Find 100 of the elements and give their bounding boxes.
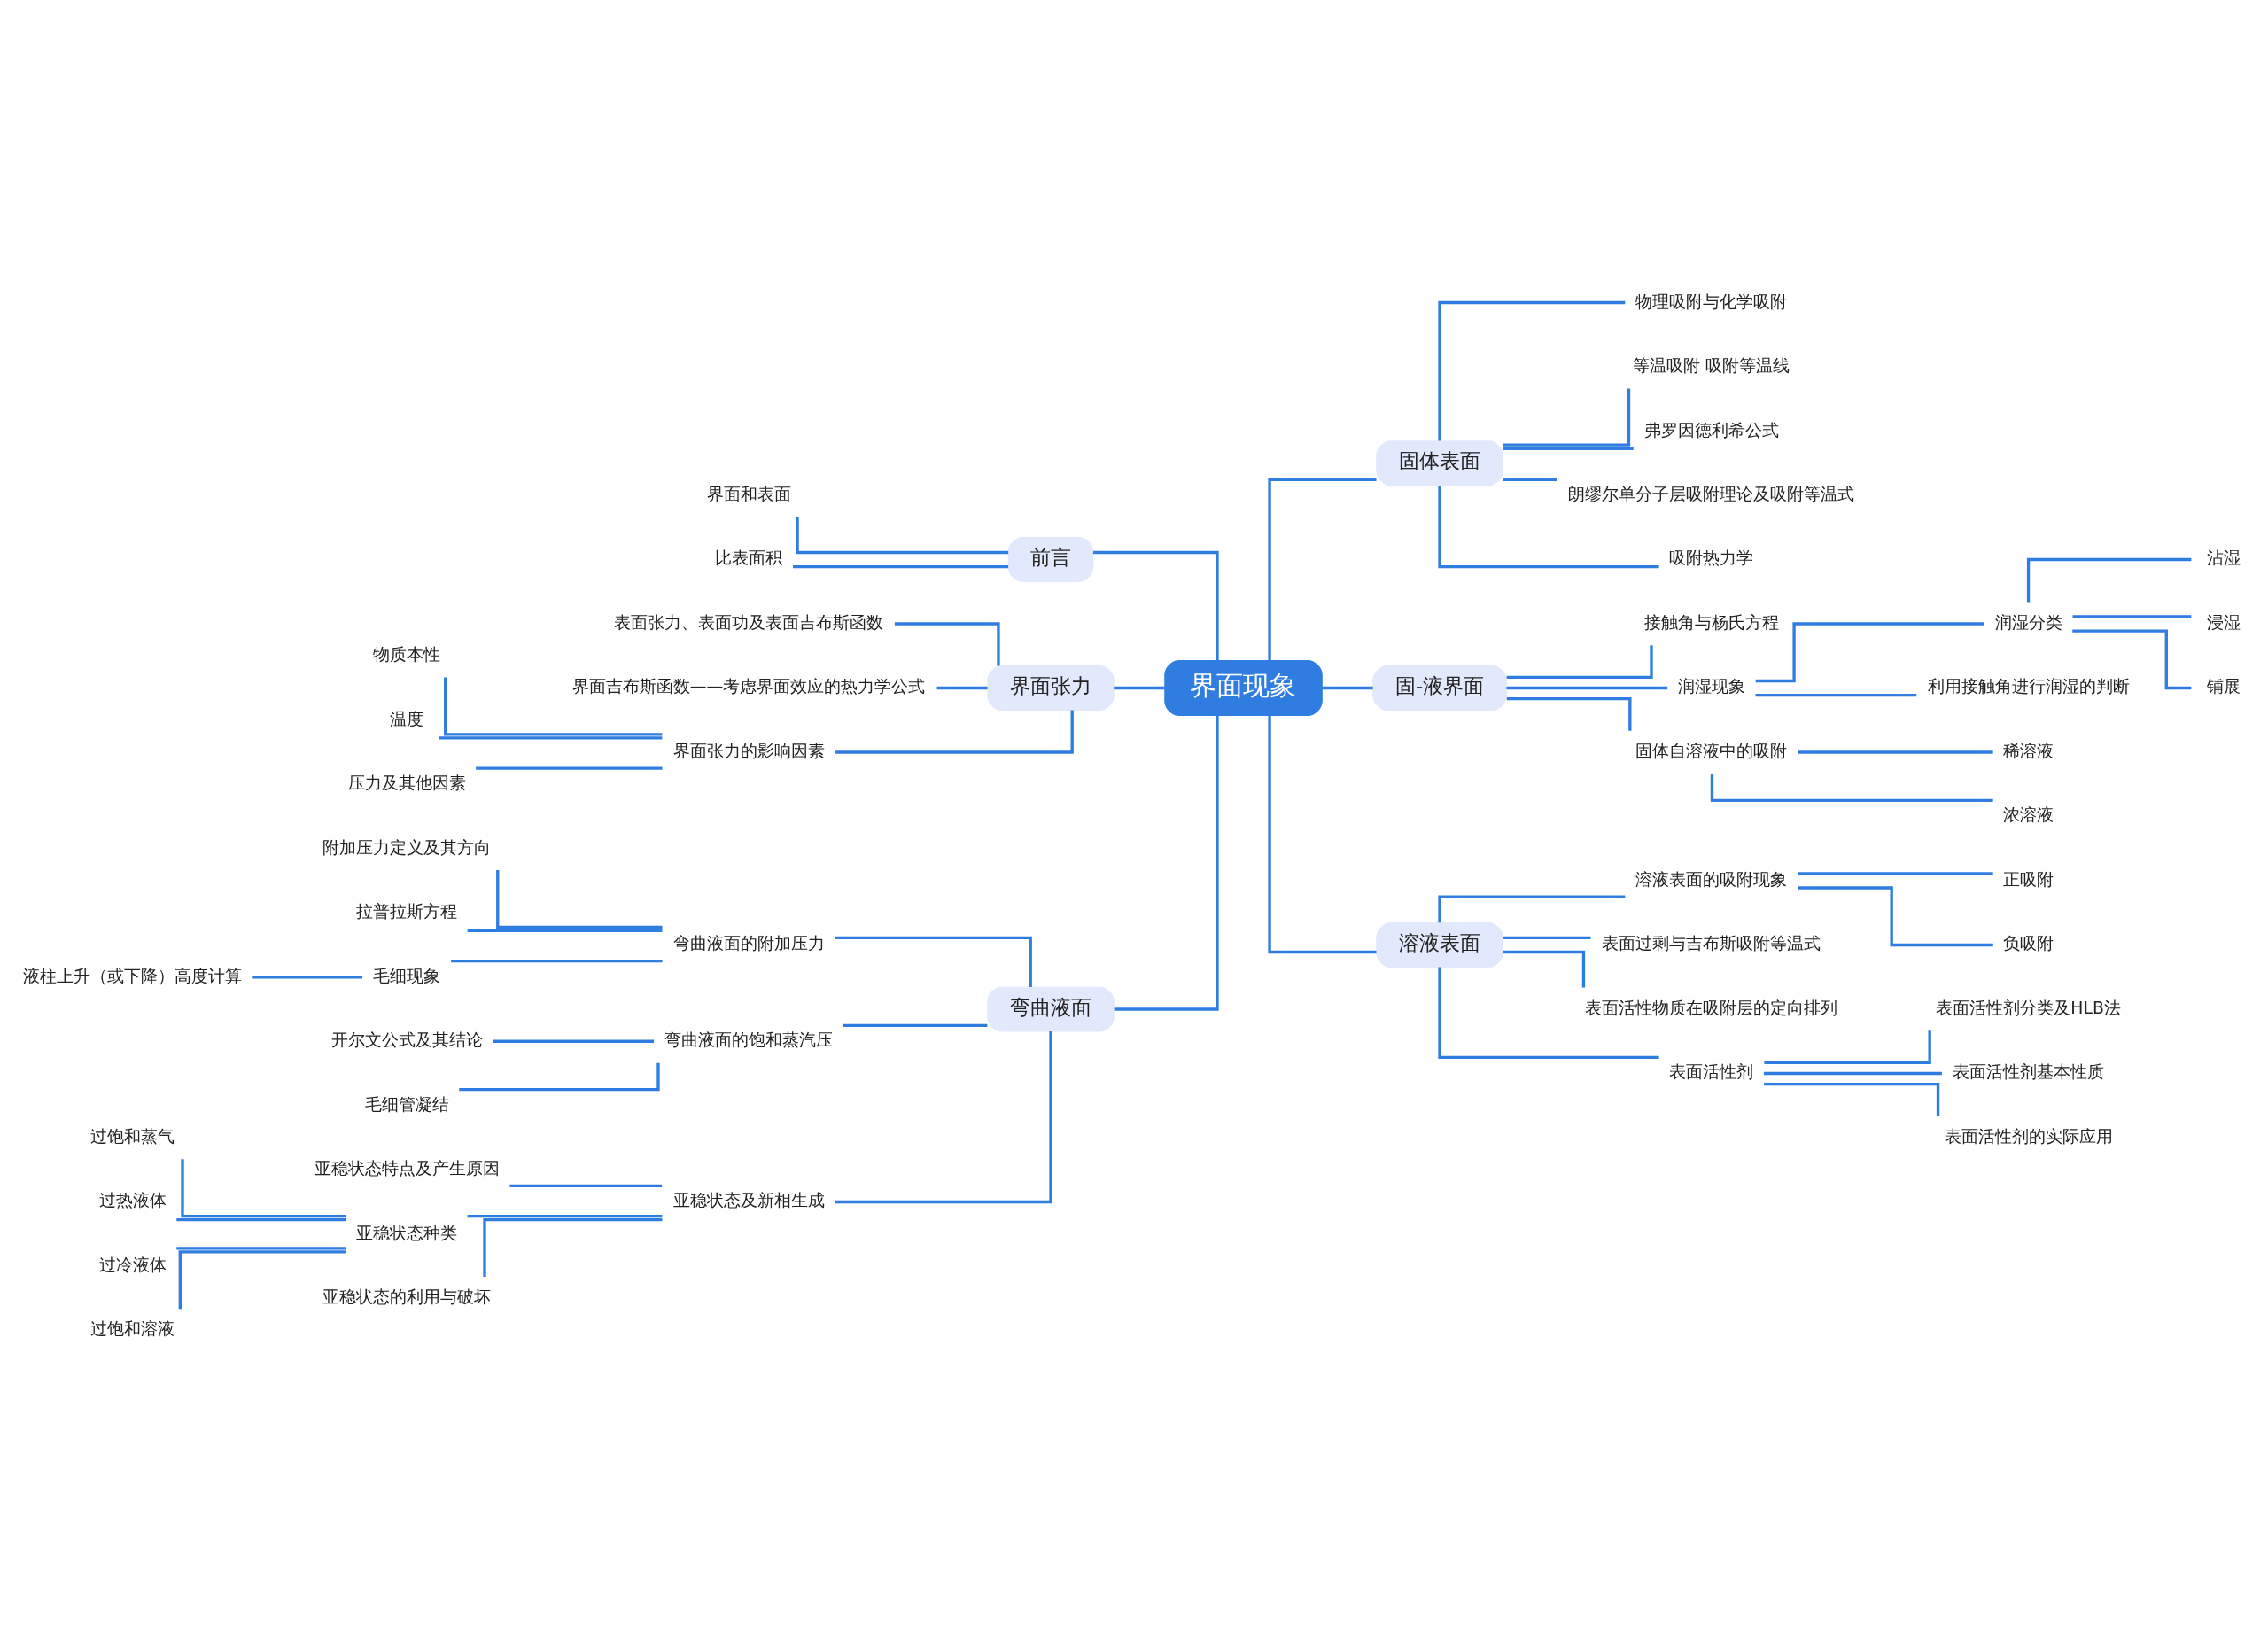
connector xyxy=(483,1217,663,1277)
connector xyxy=(2026,557,2192,603)
connector xyxy=(1503,447,1634,451)
node-text: 亚稳状态及新相生成 xyxy=(672,1191,825,1210)
node-text: 弯曲液面的附加压力 xyxy=(672,934,825,953)
node-text: 物质本性 xyxy=(373,645,441,665)
node-box: 界面现象 xyxy=(1164,659,1323,717)
node-text: 物理吸附与化学吸附 xyxy=(1635,292,1788,311)
node-box: 界面张力 xyxy=(987,665,1115,711)
node-text: 表面活性物质在吸附层的定向排列 xyxy=(1585,998,1838,1017)
node-text: 浓溶液 xyxy=(2003,805,2054,825)
node-text: 开尔文公式及其结论 xyxy=(330,1030,483,1050)
node-text: 比表面积 xyxy=(715,548,783,568)
connector xyxy=(835,936,1032,987)
connector xyxy=(1114,715,1219,1011)
connector xyxy=(493,1039,655,1043)
connector xyxy=(451,959,663,963)
connector xyxy=(496,869,663,929)
node-box: 固-液界面 xyxy=(1372,665,1507,711)
node-text: 过冷液体 xyxy=(98,1255,167,1274)
node-text: 压力及其他因素 xyxy=(347,774,466,793)
connector xyxy=(1268,715,1377,954)
connector xyxy=(467,1214,663,1218)
node-text: 亚稳状态种类 xyxy=(356,1223,458,1242)
node-text: 界面张力的影响因素 xyxy=(672,741,825,760)
connector xyxy=(1798,886,1993,947)
connector xyxy=(1438,486,1659,569)
connector xyxy=(1506,645,1653,680)
node-text: 拉普拉斯方程 xyxy=(356,902,458,921)
connector xyxy=(894,622,1000,666)
node-text: 润湿现象 xyxy=(1677,677,1745,696)
connector xyxy=(476,766,663,770)
connector xyxy=(459,1062,660,1092)
node-box: 溶液表面 xyxy=(1376,922,1503,968)
node-text: 弗罗因德利希公式 xyxy=(1643,420,1779,439)
connector xyxy=(1755,622,1984,683)
node-text: 弯曲液面的饱和蒸汽压 xyxy=(664,1030,834,1050)
node-text: 表面活性剂 xyxy=(1669,1062,1754,1082)
node-text: 表面过剩与吉布斯吸附等温式 xyxy=(1602,934,1821,953)
connector xyxy=(444,677,663,736)
connector xyxy=(1114,686,1165,690)
connector xyxy=(936,686,988,690)
node-text: 界面吉布斯函数——考虑界面效应的热力学公式 xyxy=(571,677,926,696)
connector xyxy=(1755,693,1917,697)
node-text: 表面活性剂分类及HLB法 xyxy=(1936,998,2121,1017)
connector xyxy=(1764,1082,1940,1116)
node-text: 亚稳状态的利用与破坏 xyxy=(322,1287,492,1307)
connector xyxy=(835,1030,1052,1204)
connector xyxy=(1438,967,1659,1060)
node-text: 溶液表面的吸附现象 xyxy=(1635,869,1788,889)
node-text: 界面和表面 xyxy=(706,484,791,503)
connector xyxy=(252,976,363,979)
node-text: 沾湿 xyxy=(2206,548,2241,568)
node-text: 表面活性剂的实际应用 xyxy=(1944,1126,2113,1146)
node-text: 毛细现象 xyxy=(373,966,441,985)
connector xyxy=(1798,750,1993,754)
node-text: 接触角与杨氏方程 xyxy=(1643,612,1779,632)
node-text: 表面张力、表面功及表面吉布斯函数 xyxy=(614,612,884,632)
node-text: 朗缪尔单分子层吸附理论及吸附等温式 xyxy=(1568,484,1855,503)
connector xyxy=(1763,1071,1942,1076)
node-text: 利用接触角进行润湿的判断 xyxy=(1927,677,2130,696)
connector xyxy=(509,1184,663,1188)
connector xyxy=(2072,615,2192,618)
node-text: 铺展 xyxy=(2206,677,2241,696)
node-text: 稀溶液 xyxy=(2003,741,2054,760)
connector xyxy=(1764,1030,1931,1065)
node-text: 过饱和蒸气 xyxy=(90,1126,175,1146)
node-text: 正吸附 xyxy=(2003,869,2054,889)
node-text: 过饱和溶液 xyxy=(90,1319,175,1339)
node-box: 弯曲液面 xyxy=(987,986,1115,1032)
connector xyxy=(1503,950,1586,988)
connector xyxy=(1503,936,1591,940)
node-text: 负吸附 xyxy=(2003,934,2054,953)
connector xyxy=(1322,686,1373,690)
connector xyxy=(1503,388,1631,447)
connector xyxy=(1092,550,1219,661)
connector xyxy=(1438,895,1626,923)
connector xyxy=(181,1159,346,1218)
node-text: 吸附热力学 xyxy=(1669,548,1754,568)
node-text: 亚稳状态特点及产生原因 xyxy=(314,1159,500,1178)
connector xyxy=(176,1247,346,1250)
connector xyxy=(835,710,1074,754)
connector xyxy=(467,929,663,933)
connector xyxy=(439,736,663,740)
connector xyxy=(843,1023,988,1028)
connector xyxy=(796,517,1009,555)
connector xyxy=(793,564,1009,569)
connector xyxy=(1438,300,1626,441)
node-box: 前言 xyxy=(1007,537,1094,582)
node-text: 表面活性剂基本性质 xyxy=(1953,1062,2105,1082)
connector xyxy=(1503,478,1557,481)
connector xyxy=(1798,872,1993,875)
node-text: 毛细管凝结 xyxy=(364,1094,449,1114)
node-text: 浸湿 xyxy=(2206,612,2241,632)
node-text: 液柱上升（或下降）高度计算 xyxy=(23,966,243,985)
node-text: 等温吸附 吸附等温线 xyxy=(1633,356,1790,375)
connector xyxy=(1506,686,1668,690)
node-text: 润湿分类 xyxy=(1994,612,2062,632)
node-text: 过热液体 xyxy=(98,1191,167,1210)
connector xyxy=(178,1250,346,1310)
